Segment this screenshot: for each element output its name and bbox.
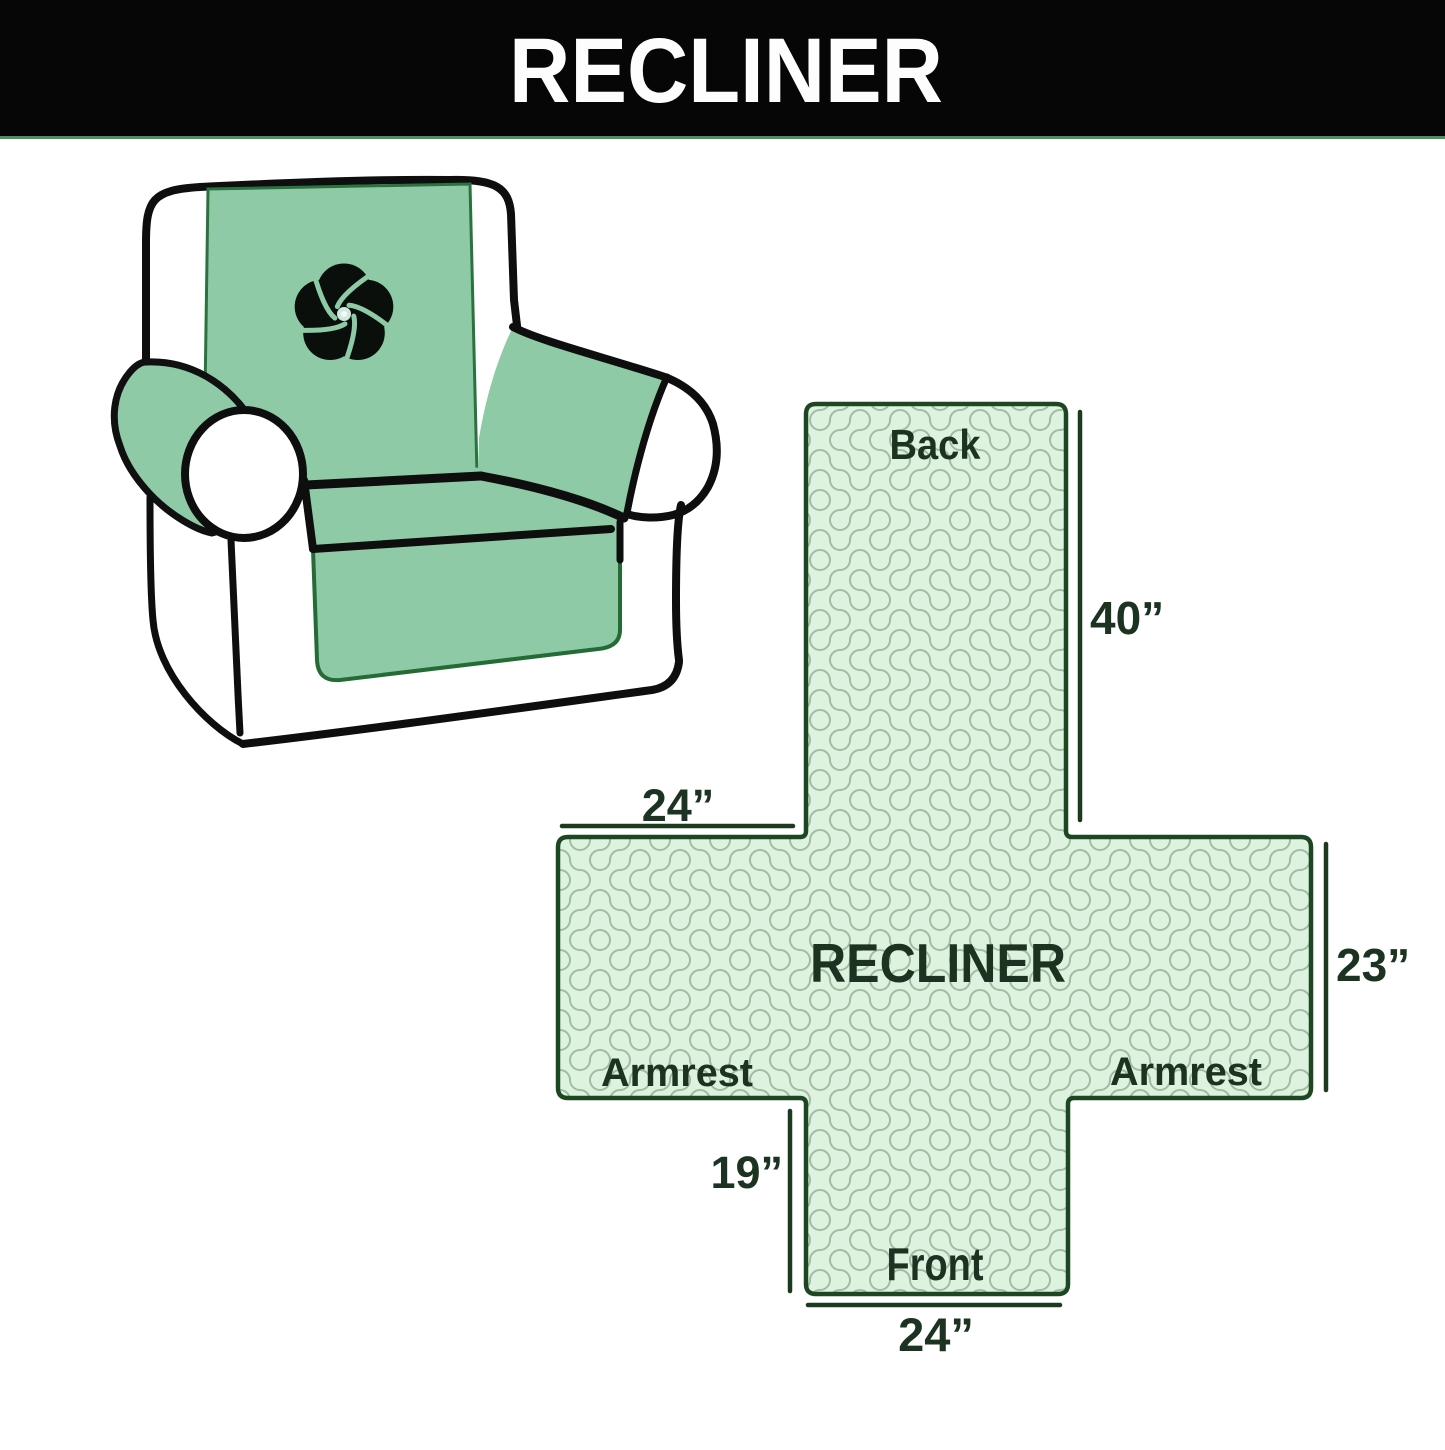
svg-text:19”: 19”	[710, 1147, 783, 1198]
svg-text:RECLINER: RECLINER	[810, 933, 1066, 994]
svg-text:24”: 24”	[898, 1308, 974, 1361]
svg-text:RECLINER: RECLINER	[509, 20, 943, 122]
svg-text:40”: 40”	[1090, 592, 1164, 644]
svg-text:Armrest: Armrest	[1110, 1050, 1262, 1094]
svg-text:24”: 24”	[642, 780, 715, 831]
svg-text:Front: Front	[887, 1238, 984, 1290]
svg-text:Back: Back	[890, 421, 982, 468]
svg-text:Armrest: Armrest	[601, 1051, 753, 1095]
svg-text:23”: 23”	[1336, 939, 1410, 991]
